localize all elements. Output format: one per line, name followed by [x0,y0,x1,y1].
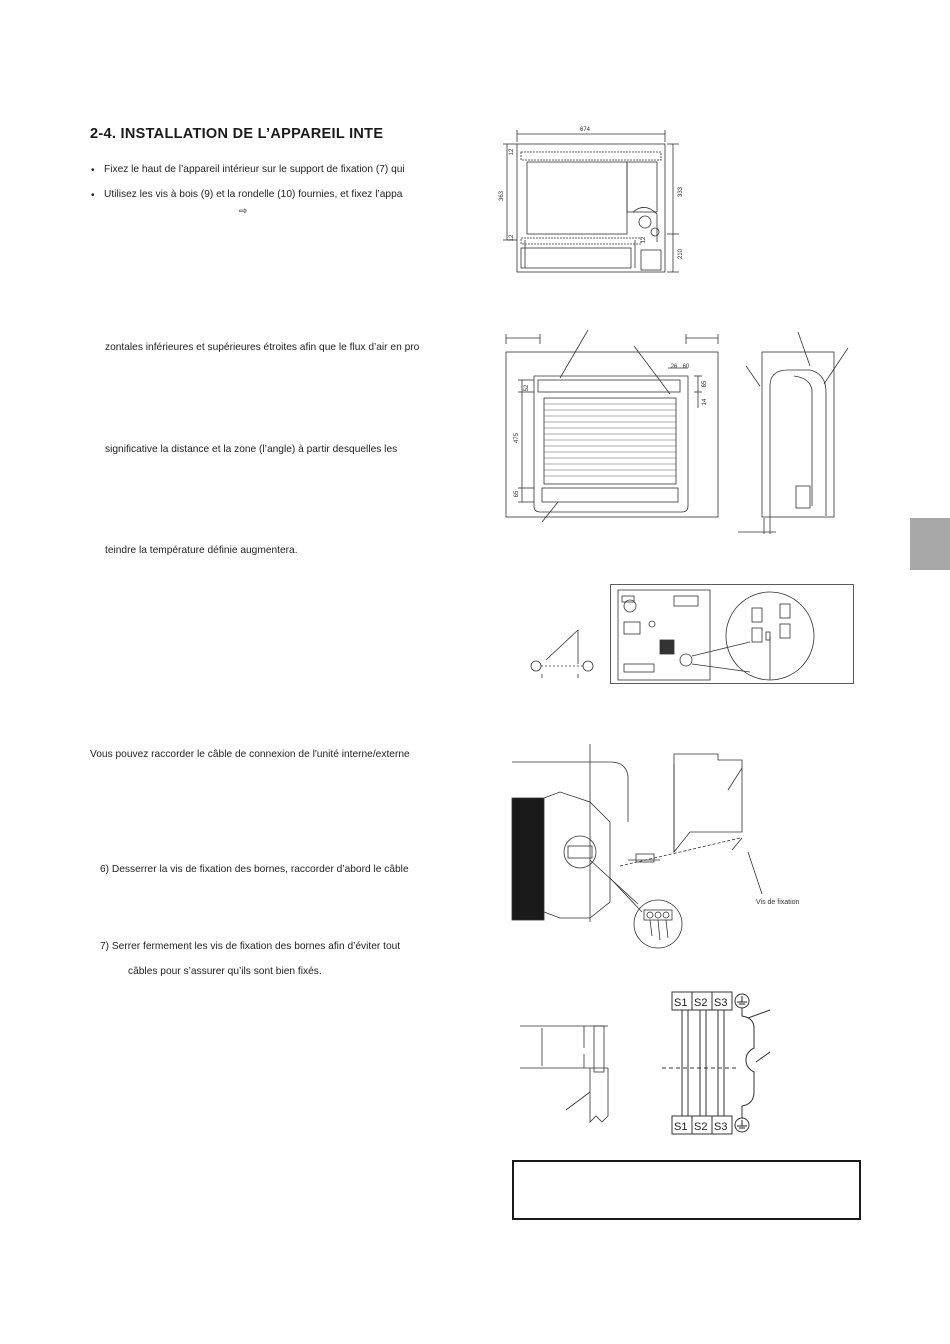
paragraph-bullet-1: Fixez le haut de l’appareil intérieur su… [104,164,405,175]
side-tab [910,518,950,570]
label-fixing-screw: Vis de fixation [756,899,800,906]
diagram-jumper-detail [530,629,594,678]
paragraph-8: 7) Serrer fermement les vis de fixation … [100,941,401,952]
dim-65: 65 [514,490,520,497]
diagram-terminal-cover: Vis de fixation [511,744,800,949]
diagram-unit-dimensions: 674 363 333 210 12 12 12 [499,127,684,273]
dim-333: 333 [678,186,684,197]
terminal-s3: S3 [714,1121,727,1133]
diagram-terminal-block: S1 S2 S3 S1 S2 S3 [662,991,771,1135]
terminal-s2: S2 [694,997,707,1009]
dim-60: 60 [683,364,690,370]
diagram-wire-strip [520,1025,609,1123]
diagram-control-board [610,584,854,684]
terminal-s2: S2 [694,1121,707,1133]
paragraph-6: Vous pouvez raccorder le câble de connex… [90,749,410,760]
dim-14: 14 [702,398,708,405]
dim-674: 674 [580,127,591,133]
dim-475: 475 [514,432,520,443]
dim-12: 12 [509,234,515,241]
notice-box [512,1160,861,1220]
paragraph-5: teindre la température définie augmenter… [105,545,298,556]
dim-26: 26 [671,364,678,370]
dim-65: 65 [702,380,708,387]
terminal-s1: S1 [674,997,687,1009]
dim-363: 363 [499,190,505,201]
section-title: 2-4. INSTALLATION DE L’APPAREIL INTE [90,126,384,142]
paragraph-9: câbles pour s’assurer qu’ils sont bien f… [128,966,322,977]
dim-12: 12 [641,236,647,243]
bullet-marker: • [91,165,95,176]
dim-12: 12 [509,148,515,155]
terminal-s1: S1 [674,1121,687,1133]
paragraph-bullet-2: Utilisez les vis à bois (9) et la rondel… [104,189,403,200]
diagram-clearances: 26 60 52 65 14 475 65 [505,329,849,534]
paragraph-7: 6) Desserrer la vis de fixation des born… [100,864,409,875]
bullet-marker: • [91,190,95,201]
paragraph-3: zontales inférieures et supérieures étro… [105,342,420,353]
arrow-icon: ⇨ [239,206,248,217]
dim-52: 52 [524,384,530,391]
dim-210: 210 [678,248,684,259]
paragraph-4: significative la distance et la zone (l’… [105,444,398,455]
terminal-s3: S3 [714,997,727,1009]
